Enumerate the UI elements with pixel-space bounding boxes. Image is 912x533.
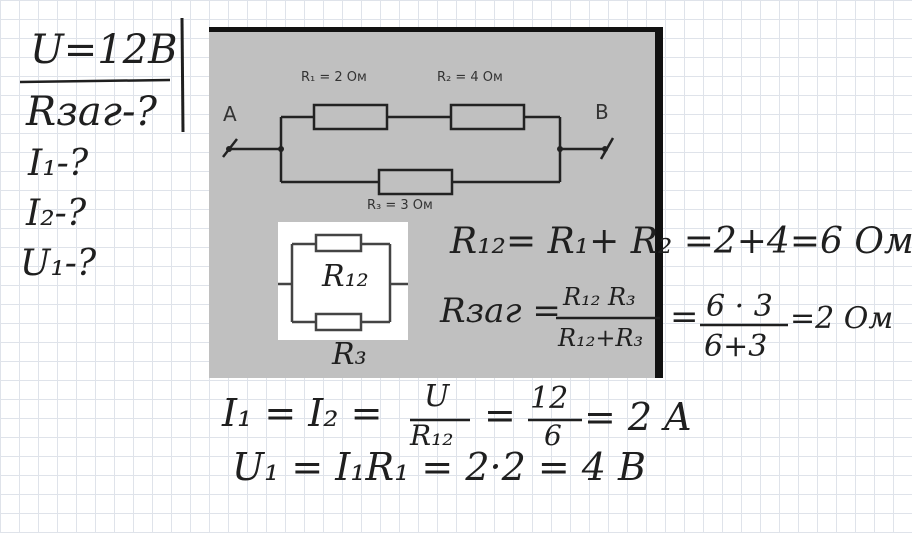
solution-line2-lhs: Rзаг = — [440, 291, 561, 331]
terminal-b-dot — [602, 146, 608, 152]
solution-line2-numerator2: 6 · 3 — [706, 289, 773, 324]
solution-line3-lhs: I₁ = I₂ = — [222, 391, 383, 435]
inset-r12-label: R₁₂ — [322, 259, 369, 294]
solution-line3-numerator: U — [424, 379, 450, 414]
terminal-a-dot — [226, 146, 232, 152]
node-left-dot — [278, 146, 284, 152]
equivalent-circuit-inset: R₁₂ — [278, 222, 408, 340]
solution-line3-denominator2: 6 — [544, 419, 562, 452]
circuit-diagram — [222, 103, 615, 196]
given-find-current1: I₁-? — [28, 143, 89, 184]
given-find-voltage1: U₁-? — [20, 243, 97, 284]
solution-line3-denominator: R₁₂ — [410, 419, 454, 452]
solution-line1: R₁₂= R₁+ R₂ =2+4=6 Ом — [450, 221, 912, 262]
given-find-current2: I₂-? — [26, 193, 87, 234]
solution-line2-denominator2: 6+3 — [704, 329, 768, 364]
terminal-a-label: A — [223, 102, 237, 126]
solution-line4: U₁ = I₁R₁ = 2·2 = 4 B — [232, 445, 646, 489]
r1-label: R₁ = 2 Ом — [301, 70, 367, 85]
node-right-dot — [557, 146, 563, 152]
r3-label: R₃ = 3 Ом — [367, 198, 433, 213]
terminal-b-label: B — [595, 100, 609, 124]
solution-line2-equals: = — [670, 297, 699, 337]
solution-line3-result: = 2 A — [584, 395, 692, 439]
inset-r3-label: R₃ — [332, 337, 367, 372]
given-voltage: U=12B — [30, 27, 178, 73]
solution-line3-numerator2: 12 — [530, 381, 569, 416]
given-find-resistance: Rзаг-? — [26, 89, 157, 135]
solution-line3-equals: = — [484, 393, 516, 437]
solution-line2-numerator: R₁₂ R₃ — [563, 283, 636, 311]
solution-line2-denominator: R₁₂+R₃ — [558, 324, 644, 352]
equivalent-circuit-diagram — [278, 233, 408, 332]
solution-line2-result: =2 Ом — [790, 301, 894, 336]
r2-label: R₂ = 4 Ом — [437, 70, 503, 85]
